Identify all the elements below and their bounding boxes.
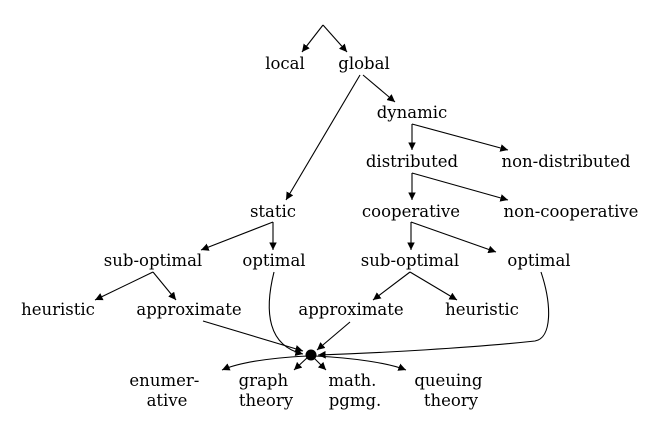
edge-hub-enumerative — [221, 355, 309, 371]
junction-dot — [305, 349, 317, 361]
edge-distributed-non-cooperative — [411, 172, 509, 202]
node-enumerative-line-2: ative — [147, 391, 188, 410]
node-graph-theory-line-1: graph — [239, 371, 289, 390]
edge-cooperative-optimal — [410, 221, 497, 254]
edge-root-local — [301, 24, 324, 53]
node-static-approximate: approximate — [136, 300, 241, 319]
node-graph-theory: graph theory — [239, 371, 294, 410]
edge-dynamic-non-distributed — [411, 123, 509, 152]
node-coop-heuristic: heuristic — [445, 300, 519, 319]
node-coop-sub-optimal: sub-optimal — [361, 251, 459, 270]
edge-hub-math-pgmg — [312, 356, 327, 371]
node-local: local — [265, 54, 305, 73]
edge-root-global — [322, 24, 348, 53]
node-graph-theory-line-2: theory — [239, 391, 294, 410]
node-queuing-theory-line-2: theory — [424, 391, 479, 410]
node-enumerative: enumer- ative — [129, 371, 204, 410]
node-math-pgmg: math. pgmg. — [328, 371, 381, 410]
edge-static-sub-optimal-approximate — [152, 271, 177, 301]
node-dynamic: dynamic — [377, 103, 448, 122]
edge-hub-graph-theory — [293, 356, 309, 371]
node-math-pgmg-line-2: pgmg. — [329, 391, 382, 410]
node-labels: local global dynamic distributed non-dis… — [21, 54, 638, 410]
node-non-distributed: non-distributed — [501, 152, 630, 171]
node-static-optimal: optimal — [242, 251, 305, 270]
edge-coop-sub-optimal-heuristic — [409, 271, 458, 301]
node-non-cooperative: non-cooperative — [504, 202, 639, 221]
node-coop-optimal: optimal — [507, 251, 570, 270]
edge-static-approximate-hub — [202, 320, 304, 353]
edge-global-static — [285, 74, 361, 201]
edge-hub-queuing-theory — [314, 355, 407, 371]
node-distributed: distributed — [366, 152, 459, 171]
node-queuing-theory: queuing theory — [414, 371, 487, 410]
edges — [94, 24, 550, 371]
edge-static-optimal-hub — [268, 271, 304, 357]
edge-static-sub-optimal-heuristic — [94, 271, 154, 301]
node-math-pgmg-line-1: math. — [328, 371, 376, 390]
edge-coop-sub-optimal-approximate — [372, 271, 411, 301]
node-global: global — [338, 54, 389, 73]
node-enumerative-line-1: enumer- — [129, 371, 199, 390]
edge-coop-optimal-hub — [317, 271, 550, 359]
edge-coop-approximate-hub — [316, 321, 351, 351]
node-cooperative: cooperative — [362, 202, 460, 221]
node-queuing-theory-line-1: queuing — [414, 371, 482, 390]
node-static: static — [250, 202, 296, 221]
edge-static-sub-optimal — [200, 221, 274, 251]
node-coop-approximate: approximate — [298, 300, 403, 319]
edge-global-dynamic — [362, 74, 396, 103]
node-static-sub-optimal: sub-optimal — [104, 251, 202, 270]
node-static-heuristic: heuristic — [21, 300, 95, 319]
